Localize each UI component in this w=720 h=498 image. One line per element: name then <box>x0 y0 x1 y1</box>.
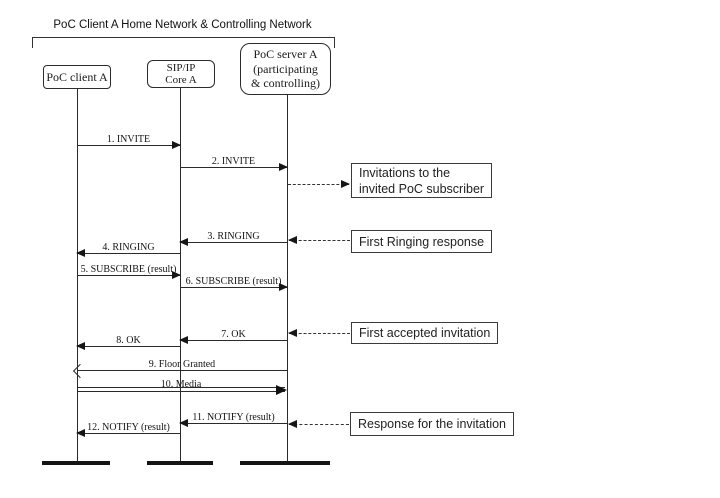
arrowhead-right-icon <box>279 283 288 292</box>
message-12-notify: 12. NOTIFY (result) <box>76 422 180 438</box>
annotation-first-ringing: First Ringing response <box>351 230 493 253</box>
actor-label: Core A <box>165 74 197 86</box>
arrowhead-left-icon <box>179 336 188 345</box>
annotation-response: Response for the invitation <box>350 412 515 436</box>
message-label: 4. RINGING <box>102 242 155 253</box>
message-label: 7. OK <box>221 329 246 340</box>
arrowhead-left-icon <box>288 236 297 245</box>
arrowhead-left-icon <box>179 238 188 247</box>
message-3-ringing: 3. RINGING <box>179 231 287 247</box>
dashed-connector-response <box>288 420 349 429</box>
annotation-line: Response for the invitation <box>358 417 507 431</box>
dashed-connector-first-ringing <box>288 236 350 245</box>
message-4-ringing: 4. RINGING <box>76 242 180 258</box>
actor-poc-server-a: PoC server A (participating & controllin… <box>240 43 331 95</box>
message-8-ok: 8. OK <box>76 335 180 351</box>
message-label: 5. SUBSCRIBE (result) <box>80 264 177 275</box>
arrowhead-left-icon <box>179 419 188 428</box>
message-1-invite: 1. INVITE <box>77 134 181 150</box>
annotation-line: invited PoC subscriber <box>359 181 485 196</box>
arrowhead-left-icon <box>76 429 85 438</box>
arrowhead-left-icon <box>288 420 297 429</box>
annotation-first-accepted: First accepted invitation <box>351 322 499 344</box>
arrowhead-left-icon <box>76 249 85 258</box>
arrowhead-left-icon <box>288 329 297 338</box>
network-scope-bracket <box>32 37 335 48</box>
actor-label: PoC server A <box>253 47 318 62</box>
message-label: 9. Floor Granted <box>148 359 216 370</box>
arrowhead-right-icon <box>279 163 288 172</box>
actor-sip-ip-core-a: SIP/IP Core A <box>147 60 215 88</box>
lifeline-end-sip-ip-core-a <box>147 461 213 465</box>
message-5-subscribe: 5. SUBSCRIBE (result) <box>77 264 181 280</box>
actor-label: SIP/IP <box>166 61 196 74</box>
message-label: 6. SUBSCRIBE (result) <box>185 276 282 287</box>
arrowhead-right-icon <box>341 180 350 189</box>
message-label: 11. NOTIFY (result) <box>192 412 275 423</box>
lifeline-poc-server-a <box>287 95 289 461</box>
message-label: 2. INVITE <box>211 156 256 167</box>
message-label: 3. RINGING <box>207 231 260 242</box>
message-11-notify: 11. NOTIFY (result) <box>179 412 287 428</box>
annotation-invitations: Invitations to the invited PoC subscribe… <box>351 163 493 198</box>
dashed-connector-invitations <box>288 180 350 189</box>
message-2-invite: 2. INVITE <box>180 156 288 172</box>
annotation-line: Invitations to the <box>359 165 451 180</box>
actor-label: PoC client A <box>46 69 108 84</box>
actor-label: & controlling) <box>251 76 320 91</box>
actor-label: (participating <box>253 61 318 76</box>
arrowhead-right-icon <box>276 384 287 395</box>
lifeline-end-poc-server-a <box>240 461 330 465</box>
message-label: 12. NOTIFY (result) <box>87 422 170 433</box>
diagram-title: PoC Client A Home Network & Controlling … <box>53 19 312 31</box>
dashed-connector-first-accepted <box>288 329 350 338</box>
message-7-ok: 7. OK <box>179 329 287 345</box>
message-label: 10. Media <box>160 379 202 390</box>
arrowhead-right-icon <box>172 141 181 150</box>
annotation-line: First accepted invitation <box>359 326 491 340</box>
message-6-subscribe: 6. SUBSCRIBE (result) <box>180 276 288 292</box>
message-9-floor-granted: 9. Floor Granted <box>72 359 287 378</box>
message-10-media: 10. Media <box>77 379 287 395</box>
arrowhead-right-icon <box>172 271 181 280</box>
arrowhead-left-icon <box>76 342 85 351</box>
actor-poc-client-a: PoC client A <box>43 65 111 89</box>
lifeline-end-poc-client-a <box>42 461 110 465</box>
message-label: 1. INVITE <box>106 134 151 145</box>
message-label: 8. OK <box>116 335 141 346</box>
annotation-line: First Ringing response <box>359 234 485 249</box>
